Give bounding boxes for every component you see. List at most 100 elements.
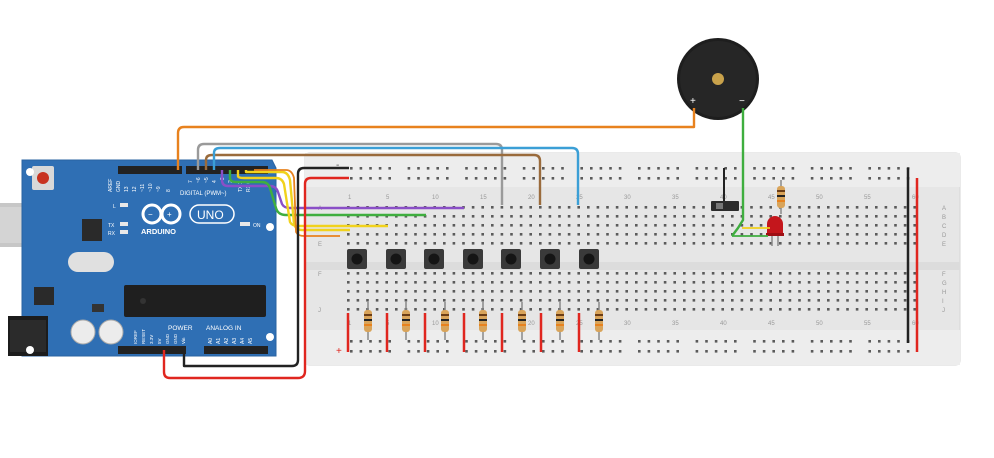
rail-jumpers[interactable]	[346, 168, 919, 352]
breadboard-hole[interactable]	[385, 233, 388, 236]
breadboard-hole[interactable]	[414, 272, 417, 275]
breadboard-hole[interactable]	[663, 299, 667, 302]
breadboard-hole[interactable]	[714, 340, 718, 343]
breadboard-hole[interactable]	[606, 290, 609, 293]
breadboard-hole[interactable]	[388, 167, 391, 170]
breadboard-hole[interactable]	[388, 177, 391, 180]
breadboard-hole[interactable]	[721, 290, 724, 293]
breadboard-hole[interactable]	[500, 272, 504, 275]
breadboard-hole[interactable]	[404, 233, 408, 236]
breadboard-hole[interactable]	[369, 340, 372, 343]
resistor-4[interactable]	[479, 302, 487, 340]
breadboard-hole[interactable]	[788, 308, 792, 311]
breadboard-hole[interactable]	[452, 233, 456, 236]
breadboard-hole[interactable]	[590, 167, 593, 170]
breadboard-hole[interactable]	[836, 290, 840, 293]
breadboard-hole[interactable]	[897, 167, 900, 170]
breadboard-hole[interactable]	[711, 299, 715, 302]
breadboard-hole[interactable]	[753, 350, 756, 353]
breadboard-hole[interactable]	[596, 215, 600, 218]
breadboard-hole[interactable]	[830, 167, 833, 170]
breadboard-hole[interactable]	[734, 177, 737, 180]
breadboard-hole[interactable]	[491, 272, 494, 275]
breadboard-hole[interactable]	[807, 308, 811, 311]
breadboard-hole[interactable]	[705, 350, 708, 353]
breadboard-hole[interactable]	[740, 224, 744, 227]
breadboard-hole[interactable]	[606, 215, 609, 218]
breadboard-hole[interactable]	[395, 242, 398, 245]
breadboard-hole[interactable]	[695, 177, 699, 180]
breadboard-hole[interactable]	[551, 340, 555, 343]
breadboard-hole[interactable]	[759, 242, 763, 245]
breadboard-hole[interactable]	[347, 233, 350, 236]
breadboard-hole[interactable]	[350, 177, 353, 180]
pushbutton-1[interactable]	[347, 249, 367, 269]
breadboard-hole[interactable]	[484, 340, 487, 343]
breadboard-hole[interactable]	[356, 272, 360, 275]
breadboard-hole[interactable]	[836, 299, 840, 302]
breadboard-hole[interactable]	[657, 177, 660, 180]
breadboard-hole[interactable]	[740, 233, 744, 236]
breadboard-hole[interactable]	[817, 215, 820, 218]
breadboard-hole[interactable]	[798, 224, 801, 227]
breadboard-hole[interactable]	[539, 299, 542, 302]
breadboard-hole[interactable]	[762, 167, 766, 170]
breadboard-hole[interactable]	[692, 308, 696, 311]
breadboard-hole[interactable]	[414, 215, 417, 218]
breadboard-hole[interactable]	[519, 233, 523, 236]
breadboard-hole[interactable]	[711, 233, 715, 236]
breadboard-hole[interactable]	[347, 308, 350, 311]
breadboard-hole[interactable]	[423, 233, 427, 236]
breadboard-hole[interactable]	[807, 215, 811, 218]
breadboard-hole[interactable]	[875, 281, 878, 284]
breadboard-hole[interactable]	[596, 281, 600, 284]
breadboard-hole[interactable]	[522, 177, 526, 180]
breadboard-hole[interactable]	[913, 290, 916, 293]
breadboard-hole[interactable]	[868, 340, 871, 343]
breadboard-hole[interactable]	[644, 290, 648, 293]
breadboard-hole[interactable]	[532, 167, 535, 170]
breadboard-hole[interactable]	[913, 308, 916, 311]
digital-header-right[interactable]	[186, 166, 268, 174]
breadboard-hole[interactable]	[855, 233, 859, 236]
breadboard-hole[interactable]	[577, 308, 580, 311]
breadboard-hole[interactable]	[356, 290, 360, 293]
breadboard-hole[interactable]	[500, 206, 504, 209]
breadboard-hole[interactable]	[356, 242, 360, 245]
breadboard-hole[interactable]	[673, 290, 676, 293]
breadboard-hole[interactable]	[625, 242, 628, 245]
breadboard-hole[interactable]	[471, 272, 475, 275]
breadboard-hole[interactable]	[692, 224, 696, 227]
breadboard-hole[interactable]	[807, 290, 811, 293]
breadboard-hole[interactable]	[676, 167, 679, 170]
breadboard-hole[interactable]	[491, 308, 494, 311]
breadboard-hole[interactable]	[839, 340, 843, 343]
breadboard-hole[interactable]	[548, 242, 552, 245]
resistor-6[interactable]	[556, 302, 564, 340]
breadboard-hole[interactable]	[347, 290, 350, 293]
breadboard-hole[interactable]	[599, 350, 603, 353]
breadboard-hole[interactable]	[875, 308, 878, 311]
breadboard-hole[interactable]	[625, 281, 628, 284]
breadboard-hole[interactable]	[711, 281, 715, 284]
breadboard-hole[interactable]	[500, 308, 504, 311]
breadboard-hole[interactable]	[798, 272, 801, 275]
breadboard-hole[interactable]	[452, 308, 456, 311]
breadboard-hole[interactable]	[491, 281, 494, 284]
breadboard-hole[interactable]	[846, 242, 849, 245]
breadboard-hole[interactable]	[836, 215, 840, 218]
breadboard-hole[interactable]	[462, 308, 465, 311]
breadboard-hole[interactable]	[807, 206, 811, 209]
breadboard-hole[interactable]	[558, 224, 561, 227]
breadboard-hole[interactable]	[385, 308, 388, 311]
breadboard-hole[interactable]	[721, 242, 724, 245]
breadboard-hole[interactable]	[356, 308, 360, 311]
breadboard-hole[interactable]	[503, 177, 507, 180]
breadboard-hole[interactable]	[519, 290, 523, 293]
breadboard-hole[interactable]	[577, 233, 580, 236]
breadboard-hole[interactable]	[807, 281, 811, 284]
breadboard-hole[interactable]	[759, 272, 763, 275]
breadboard-hole[interactable]	[711, 308, 715, 311]
breadboard-hole[interactable]	[347, 281, 350, 284]
breadboard-hole[interactable]	[491, 290, 494, 293]
